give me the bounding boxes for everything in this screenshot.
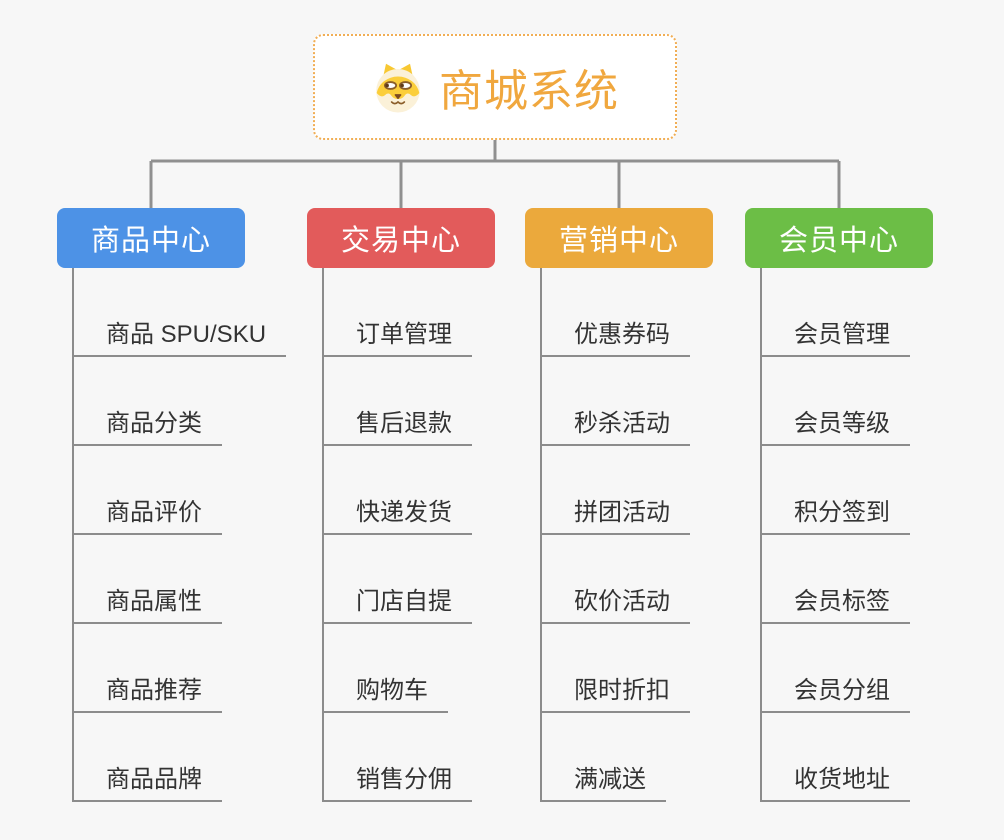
dog-face-icon	[376, 63, 420, 113]
leaf-node[interactable]: 快递发货	[322, 493, 472, 535]
leaf-node[interactable]: 商品属性	[72, 582, 222, 624]
leaf-node[interactable]: 优惠券码	[540, 315, 690, 357]
leaf-node[interactable]: 商品分类	[72, 404, 222, 446]
leaf-node[interactable]: 拼团活动	[540, 493, 690, 535]
leaf-node[interactable]: 售后退款	[322, 404, 472, 446]
branch-column: 会员中心 会员管理会员等级积分签到会员标签会员分组收货地址	[745, 208, 933, 808]
leaf-node[interactable]: 会员标签	[760, 582, 910, 624]
branch-column: 交易中心 订单管理售后退款快递发货门店自提购物车销售分佣	[307, 208, 495, 808]
branch-column: 商品中心 商品 SPU/SKU 商品分类商品评价商品属性商品推荐商品品牌	[57, 208, 287, 808]
root-node[interactable]: 商城系统	[313, 34, 677, 140]
leaf-node[interactable]: 订单管理	[322, 315, 472, 357]
leaf-node[interactable]: 积分签到	[760, 493, 910, 535]
leaf-node[interactable]: 商品评价	[72, 493, 222, 535]
leaf-node[interactable]: 销售分佣	[322, 760, 472, 802]
leaf-node[interactable]: 商品 SPU/SKU	[72, 315, 287, 357]
leaf-node[interactable]: 会员等级	[760, 404, 910, 446]
branch-drop-lines	[149, 161, 841, 210]
leaf-node[interactable]: 门店自提	[322, 582, 472, 624]
branch-node[interactable]: 营销中心	[525, 208, 713, 268]
leaf-node[interactable]: 购物车	[322, 671, 448, 713]
leaf-node[interactable]: 收货地址	[760, 760, 910, 802]
leaf-node[interactable]: 商品品牌	[72, 760, 222, 802]
branch-node[interactable]: 商品中心	[57, 208, 245, 268]
leaf-node[interactable]: 满减送	[540, 760, 666, 802]
leaf-node[interactable]: 秒杀活动	[540, 404, 690, 446]
branch-node[interactable]: 交易中心	[307, 208, 495, 268]
leaf-node[interactable]: 会员分组	[760, 671, 910, 713]
leaf-node[interactable]: 会员管理	[760, 315, 910, 357]
root-title: 商城系统	[439, 67, 619, 116]
branch-column: 营销中心 优惠券码秒杀活动拼团活动砍价活动限时折扣满减送	[525, 208, 713, 808]
leaf-node[interactable]: 商品推荐	[72, 671, 222, 713]
leaf-node[interactable]: 砍价活动	[540, 582, 690, 624]
leaf-node[interactable]: 限时折扣	[540, 671, 690, 713]
branch-node[interactable]: 会员中心	[745, 208, 933, 268]
